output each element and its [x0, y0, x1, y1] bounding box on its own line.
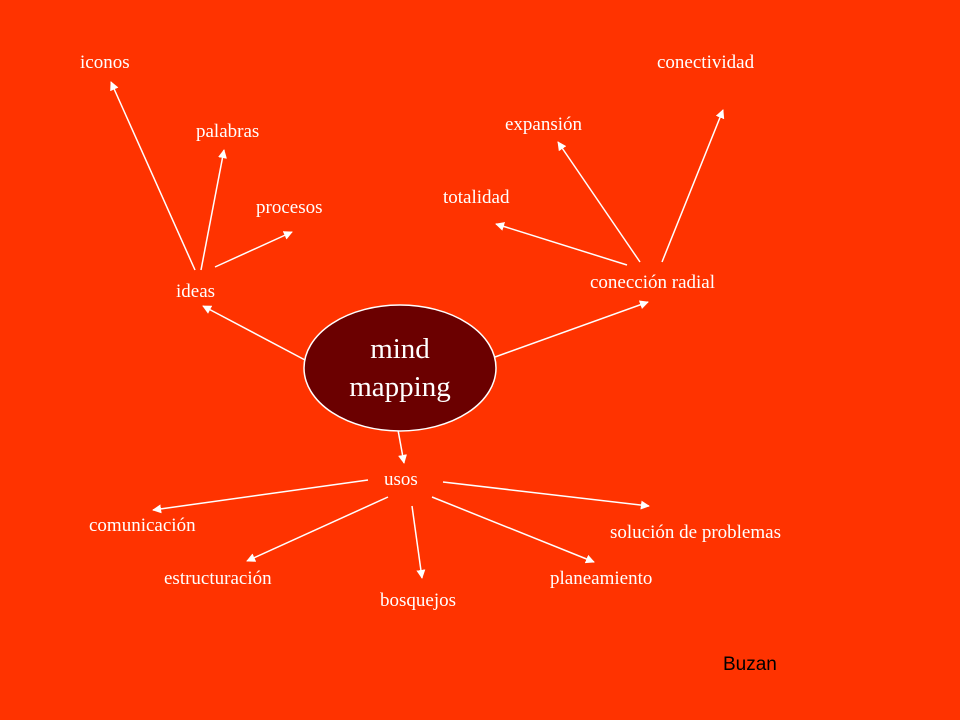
node-totalidad: totalidad [443, 187, 510, 208]
center-node [303, 304, 497, 432]
arrow-usos-to-comunicacion [152, 479, 369, 514]
node-conectividad: conectividad [657, 52, 755, 73]
arrow-radial-to-totalidad [495, 222, 628, 266]
arrow-center-to-radial [494, 300, 649, 358]
node-usos: usos [384, 469, 418, 490]
arrow-ideas-to-iconos [110, 81, 196, 271]
arrow-ideas-to-procesos [214, 231, 293, 268]
node-estructuracion: estructuración [164, 568, 272, 589]
arrow-usos-to-planeamiento [431, 496, 595, 564]
node-palabras: palabras [196, 121, 260, 142]
node-procesos: procesos [256, 197, 323, 218]
node-iconos: iconos [80, 52, 130, 73]
arrow-center-to-usos [397, 429, 407, 464]
author-credit: Buzan [723, 654, 777, 675]
node-expansion: expansión [505, 114, 583, 135]
node-solucion-de-problemas: solución de problemas [610, 522, 781, 543]
center-label-line1: mind [370, 333, 430, 365]
node-planeamiento: planeamiento [550, 568, 653, 589]
arrow-radial-to-expansion [557, 141, 641, 263]
arrow-usos-to-estructuracion [246, 496, 389, 562]
arrow-usos-to-bosquejos [411, 505, 426, 579]
arrow-center-to-ideas [202, 305, 306, 361]
center-label-line2: mapping [349, 371, 451, 403]
arrow-radial-to-conectividad [661, 109, 725, 263]
node-comunicacion: comunicación [89, 515, 196, 536]
node-ideas: ideas [176, 281, 216, 302]
center-node-label: mind mapping [305, 330, 495, 406]
arrow-usos-to-solucion [442, 481, 650, 510]
arrow-ideas-to-palabras [200, 149, 227, 271]
node-bosquejos: bosquejos [380, 590, 456, 611]
node-conexion-radial: conección radial [590, 272, 716, 293]
